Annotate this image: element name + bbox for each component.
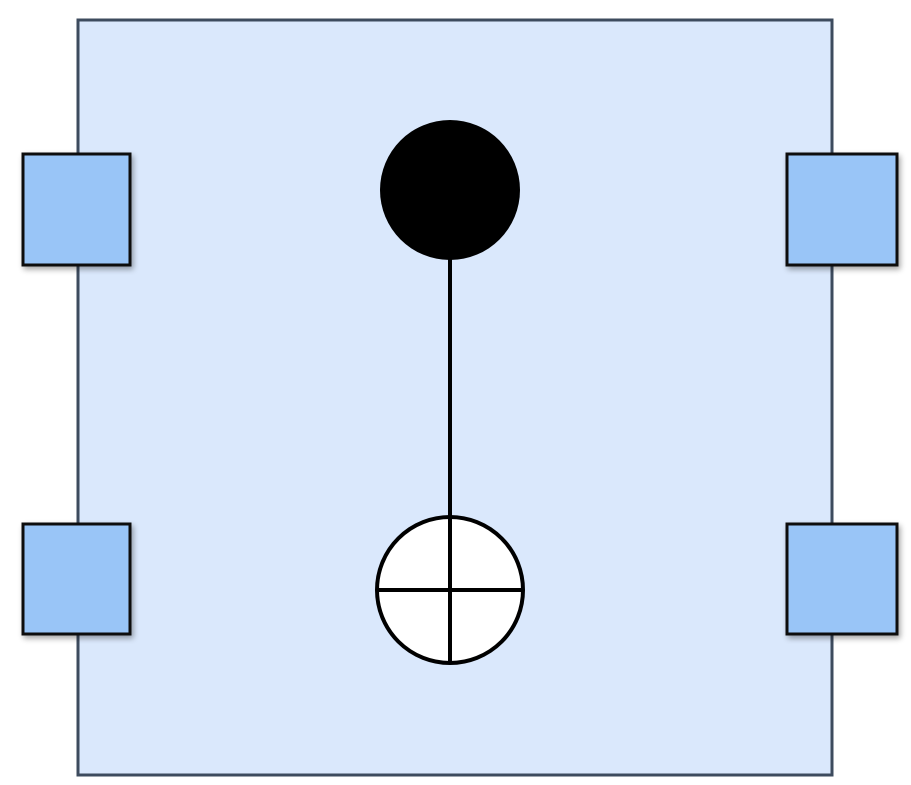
target-circle-plus-icon xyxy=(375,515,525,665)
port-left-bottom[interactable] xyxy=(21,522,132,636)
port-right-bottom[interactable] xyxy=(785,522,899,636)
port-left-top[interactable] xyxy=(21,152,132,267)
port-right-top[interactable] xyxy=(785,152,899,267)
control-dot-icon xyxy=(380,120,520,260)
